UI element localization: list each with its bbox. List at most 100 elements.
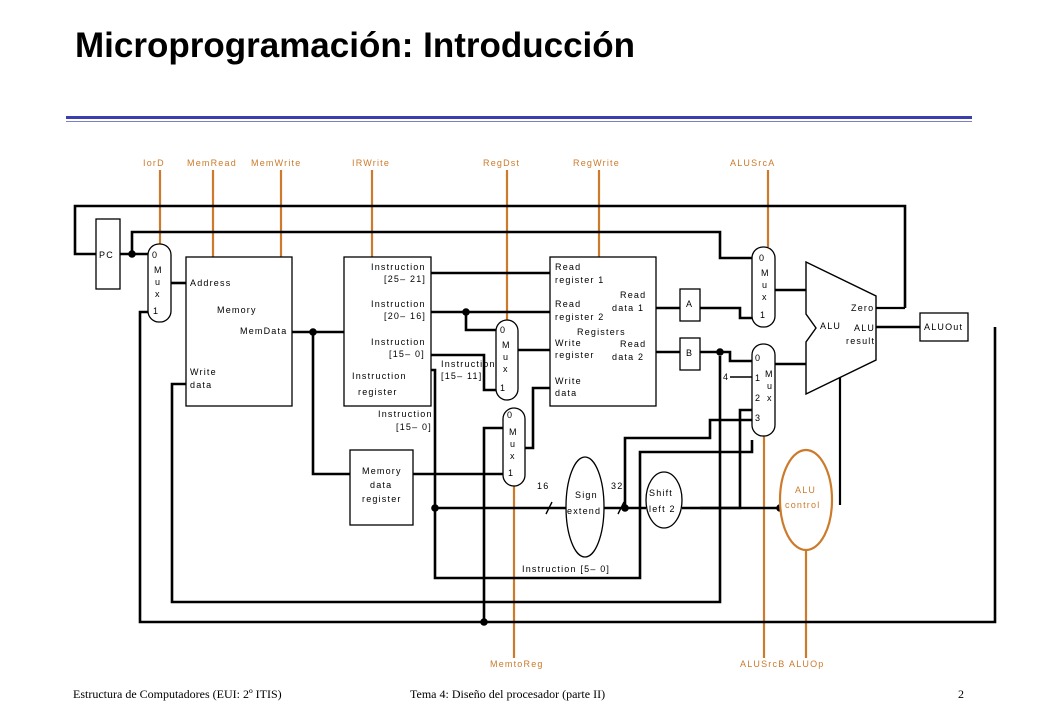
ir-field3-b: [15– 0] (389, 349, 425, 359)
regs-rr2a: Read (555, 299, 581, 309)
mux-iord-u: u (155, 277, 161, 287)
ir-field2-b: [20– 16] (384, 311, 426, 321)
title-rule (66, 116, 972, 119)
signal-memread: MemRead (187, 158, 237, 168)
pc-label: PC (99, 250, 114, 260)
regs-rr1b: register 1 (555, 275, 605, 285)
memory-memdata-label: MemData (240, 326, 287, 336)
mux-regdst-in1: 1 (500, 383, 506, 393)
mux-memtoreg (502, 407, 526, 487)
signal-aluop: ALUOp (789, 659, 825, 669)
regs-wrb: register (555, 350, 595, 360)
mux-iord-in1: 1 (153, 306, 159, 316)
data-wires (73, 204, 997, 624)
mdr-label1: Memory (362, 466, 402, 476)
mux-iord-m: M (154, 265, 163, 275)
regs-wra: Write (555, 338, 582, 348)
memory-data-label: data (190, 380, 212, 390)
regs-rd1a: Read (620, 290, 646, 300)
ir-name1: Instruction (352, 371, 407, 381)
mux-alusrca-m: M (761, 268, 770, 278)
signal-regwrite: RegWrite (573, 158, 620, 168)
register-b (679, 337, 701, 371)
memory-data-register (349, 449, 414, 526)
mux-alusrca (751, 246, 776, 328)
regs-wdb: data (555, 388, 577, 398)
alu-name: ALU (820, 321, 841, 331)
regs-wda: Write (555, 376, 582, 386)
ir-field1-a: Instruction (371, 262, 426, 272)
alu-result-1: ALU (854, 323, 875, 333)
mux-memtoreg-in0: 0 (507, 410, 513, 420)
bus-slashes (545, 501, 625, 515)
ir-field3-a: Instruction (371, 337, 426, 347)
mux-memtoreg-x: x (510, 451, 516, 461)
shift-l2: left 2 (649, 504, 676, 514)
shift-left-2 (645, 471, 683, 529)
mux-alusrcb-m: M (765, 369, 774, 379)
mux-alusrcb-in3: 3 (755, 413, 761, 423)
regs-rd2a: Read (620, 339, 646, 349)
signal-irwrite: IRWrite (352, 158, 390, 168)
mux-memtoreg-in1: 1 (508, 468, 514, 478)
alu-zero: Zero (851, 303, 874, 313)
alu-control-l1: ALU (795, 485, 816, 495)
footer-course: Estructura de Computadores (EUI: 2º ITIS… (73, 687, 282, 701)
alu-control-l2: control (785, 500, 820, 510)
mux-regdst-in0: 0 (500, 325, 506, 335)
memory-write-label: Write (190, 367, 217, 377)
slide-title: Microprogramación: Introducción (75, 26, 636, 65)
wire-label-ir-15-11b: [15– 11] (441, 371, 482, 381)
width-32: 32 (611, 481, 623, 491)
register-a (679, 288, 701, 322)
mux-alusrcb (751, 343, 776, 437)
memory-address-label: Address (190, 278, 231, 288)
mux-regdst (495, 319, 519, 401)
mdr-label3: register (362, 494, 402, 504)
ir-field1-b: [25– 21] (384, 274, 426, 284)
mux-alusrcb-u: u (767, 381, 773, 391)
wire-label-ir-5-0: Instruction [5– 0] (522, 564, 610, 574)
mux-memtoreg-m: M (509, 427, 518, 437)
mux-alusrca-in0: 0 (759, 253, 765, 263)
regs-rr2b: register 2 (555, 312, 605, 322)
wire-label-ir-15-11a: Instruction (441, 359, 496, 369)
regs-rd2b: data 2 (612, 352, 644, 362)
mux-iord-x: x (155, 289, 161, 299)
aluout-register (919, 312, 969, 342)
mux-memtoreg-u: u (510, 439, 516, 449)
pc-register (95, 218, 121, 290)
page-number: 2 (958, 687, 964, 701)
mux-regdst-m: M (502, 340, 511, 350)
sign-extend (565, 456, 605, 558)
mux-alusrcb-in2: 2 (755, 393, 761, 403)
footer-topic: Tema 4: Diseño del procesador (parte II) (410, 687, 606, 701)
register-file (549, 256, 657, 407)
mux-alusrca-u: u (762, 280, 768, 290)
memory-name: Memory (217, 305, 257, 315)
instruction-register (343, 256, 432, 407)
title-rule-thin (66, 121, 972, 122)
control-lines (158, 170, 808, 658)
mux-alusrca-x: x (762, 292, 768, 302)
width-16: 16 (537, 481, 549, 491)
wire-label-ir-15-0b: [15– 0] (396, 422, 432, 432)
signal-iord: IorD (143, 158, 165, 168)
mux-alusrca-in1: 1 (760, 310, 766, 320)
sign-extend-l2: extend (567, 506, 601, 516)
mux-alusrcb-in0: 0 (755, 353, 761, 363)
mux-regdst-u: u (503, 352, 509, 362)
signal-regdst: RegDst (483, 158, 520, 168)
aluout-label: ALUOut (924, 322, 963, 332)
alu (805, 260, 877, 396)
register-a-label: A (686, 299, 693, 309)
regs-rr1a: Read (555, 262, 581, 272)
mux-regdst-x: x (503, 364, 509, 374)
ir-name2: register (358, 387, 398, 397)
signal-alusrca: ALUSrcA (730, 158, 775, 168)
mux-iord-in0: 0 (152, 250, 158, 260)
wire-label-ir-15-0a: Instruction (378, 409, 433, 419)
ir-field2-a: Instruction (371, 299, 426, 309)
signal-alusrcb: ALUSrcB (740, 659, 785, 669)
